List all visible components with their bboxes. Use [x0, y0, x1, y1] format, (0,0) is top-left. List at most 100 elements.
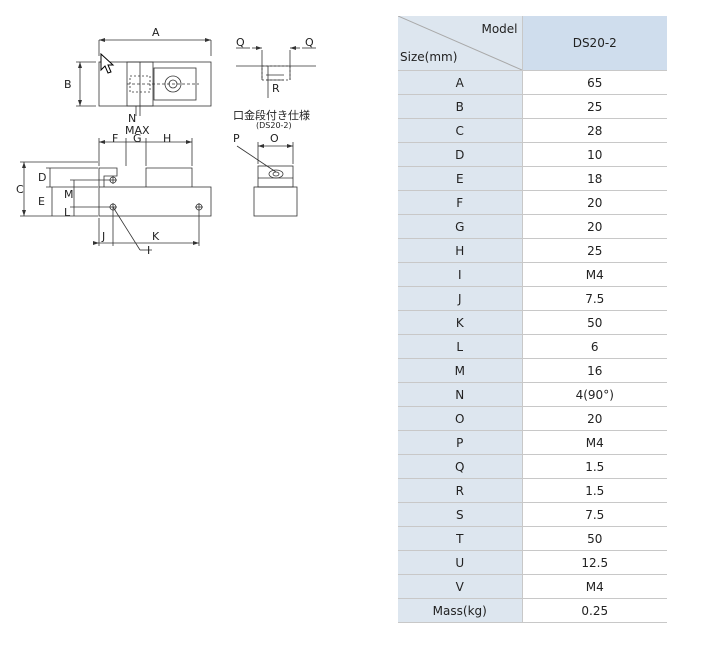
variant-title: 口金段付き仕様 — [233, 108, 310, 122]
side-view-moving-jaw — [145, 167, 193, 187]
row-label: Q — [398, 454, 523, 479]
row-value: 1.5 — [522, 454, 667, 479]
row-value: M4 — [522, 574, 667, 599]
row-label: S — [398, 502, 523, 527]
row-value: 20 — [522, 190, 667, 215]
dim-label-m: M — [64, 188, 74, 201]
end-view-base — [253, 186, 298, 217]
dim-label-a: A — [152, 26, 160, 39]
header-size-label: Size(mm) — [400, 50, 458, 64]
technical-drawing: A B C D E F G H I J K L M N MAX O P Q Q … — [16, 26, 316, 257]
top-view-slide — [153, 67, 197, 101]
dim-label-q-right: Q — [305, 36, 314, 49]
row-label: F — [398, 190, 523, 215]
row-label: O — [398, 406, 523, 431]
row-value: 4(90°) — [522, 382, 667, 407]
row-value: 0.25 — [522, 598, 667, 623]
dim-label-h: H — [163, 132, 171, 145]
dim-label-f: F — [112, 132, 118, 145]
row-value: 6 — [522, 334, 667, 359]
row-label: R — [398, 478, 523, 503]
row-label: V — [398, 574, 523, 599]
dim-label-n: N — [128, 112, 136, 125]
row-value: 65 — [522, 70, 667, 95]
dim-label-d: D — [38, 171, 46, 184]
row-value: 25 — [522, 238, 667, 263]
row-label: D — [398, 142, 523, 167]
header-model-label: Model — [481, 22, 518, 36]
row-value: 50 — [522, 526, 667, 551]
table-row: Mass(kg)0.25 — [398, 598, 667, 623]
dimension-drawing-svg: A B C D E F G H I J K L M N MAX O P Q Q … — [16, 26, 316, 257]
dim-label-q-left: Q — [236, 36, 245, 49]
header-corner-cell: Model Size(mm) — [398, 16, 523, 71]
side-view-fixed-jaw — [98, 167, 118, 187]
dim-label-p: P — [233, 132, 240, 145]
row-value: 7.5 — [522, 502, 667, 527]
row-value: 7.5 — [522, 286, 667, 311]
variant-subtitle: (DS20-2) — [256, 121, 292, 130]
row-value: 18 — [522, 166, 667, 191]
row-label: H — [398, 238, 523, 263]
row-value: M4 — [522, 430, 667, 455]
dim-label-c: C — [16, 183, 24, 196]
row-label: G — [398, 214, 523, 239]
dim-label-j: J — [101, 230, 105, 243]
dim-label-r: R — [272, 82, 280, 95]
dim-label-b: B — [64, 78, 72, 91]
row-value: 25 — [522, 94, 667, 119]
row-value: 12.5 — [522, 550, 667, 575]
row-label: I — [398, 262, 523, 287]
side-view-base — [98, 186, 212, 217]
row-label: P — [398, 430, 523, 455]
row-label: Mass(kg) — [398, 598, 523, 623]
row-label: U — [398, 550, 523, 575]
row-label: T — [398, 526, 523, 551]
dim-label-e: E — [38, 195, 45, 208]
row-label: L — [398, 334, 523, 359]
row-value: 20 — [522, 406, 667, 431]
row-label: M — [398, 358, 523, 383]
dim-label-g: G — [133, 132, 142, 145]
dim-label-o: O — [270, 132, 279, 145]
header-model-name: DS20-2 — [522, 16, 667, 71]
row-value: 50 — [522, 310, 667, 335]
end-view-jaw — [257, 165, 294, 188]
row-label: J — [398, 286, 523, 311]
table-header-row: Model Size(mm) DS20-2 — [398, 16, 667, 71]
row-value: 10 — [522, 142, 667, 167]
dim-label-i: I — [147, 244, 150, 257]
row-label: E — [398, 166, 523, 191]
row-label: K — [398, 310, 523, 335]
end-view-screw-hole — [268, 169, 284, 179]
row-value: M4 — [522, 262, 667, 287]
dim-label-k: K — [152, 230, 160, 243]
row-label: A — [398, 70, 523, 95]
top-view-screw-hole — [164, 75, 182, 93]
row-value: 20 — [522, 214, 667, 239]
row-value: 28 — [522, 118, 667, 143]
header-diagonal-line — [398, 16, 522, 70]
row-value: 1.5 — [522, 478, 667, 503]
